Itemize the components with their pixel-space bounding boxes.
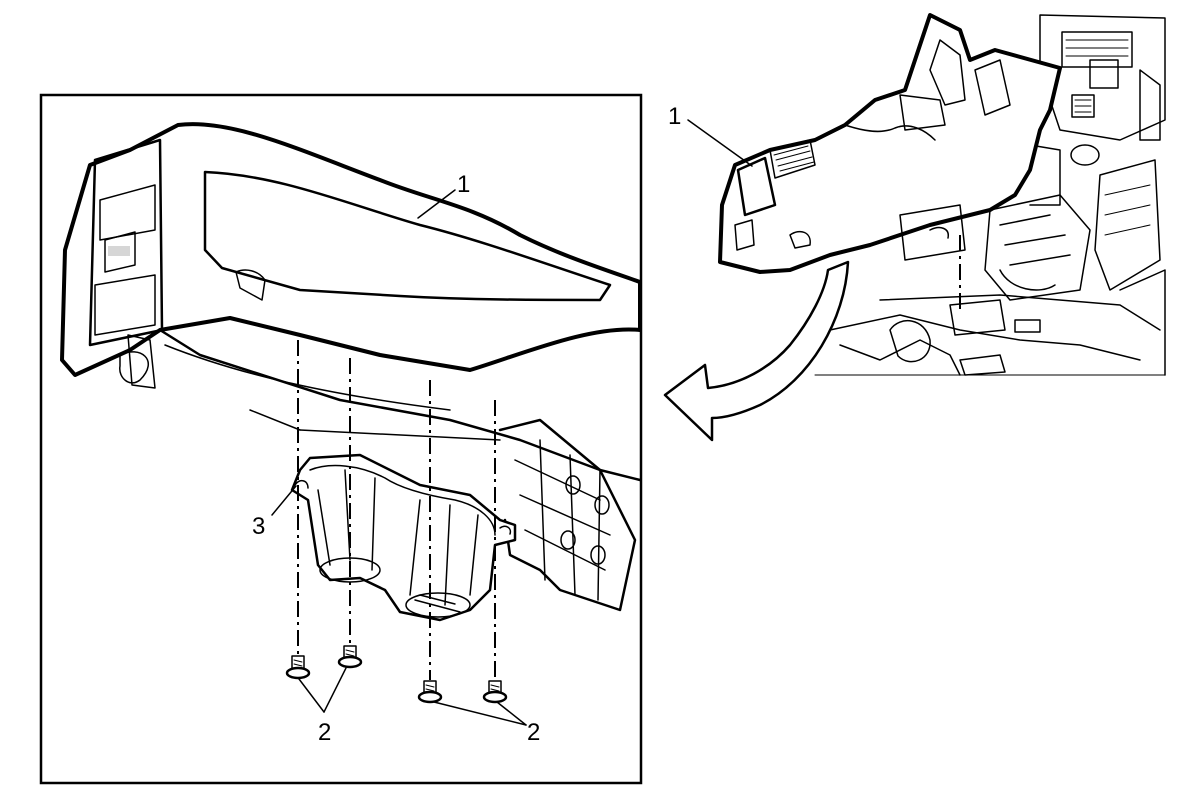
- bolt-4: [482, 680, 508, 704]
- leader-line-overview: [687, 119, 753, 167]
- bolt-2: [337, 645, 363, 669]
- bolt-3: [417, 680, 443, 704]
- callout-detail-bolts-left: 2: [318, 719, 331, 746]
- callout-detail-console: 1: [457, 171, 470, 198]
- callout-detail-bolts-right: 2: [527, 719, 540, 746]
- overview-console: [718, 13, 1062, 274]
- bolt-1: [285, 655, 311, 680]
- callout-overview-console: 1: [668, 103, 681, 130]
- callout-detail-cupholder: 3: [252, 513, 265, 540]
- overview-dashboard: [1039, 14, 1166, 166]
- overview-shifter-floor: [814, 144, 1166, 376]
- overview-view: 1: [663, 13, 1166, 442]
- detail-console-body: [60, 122, 642, 612]
- removal-arrow: [663, 260, 850, 442]
- detail-view: 1 3 2 2: [39, 93, 643, 785]
- leader-lines-detail: [271, 189, 527, 726]
- detail-cupholder: [290, 453, 517, 622]
- bolt-centerlines: [297, 340, 496, 680]
